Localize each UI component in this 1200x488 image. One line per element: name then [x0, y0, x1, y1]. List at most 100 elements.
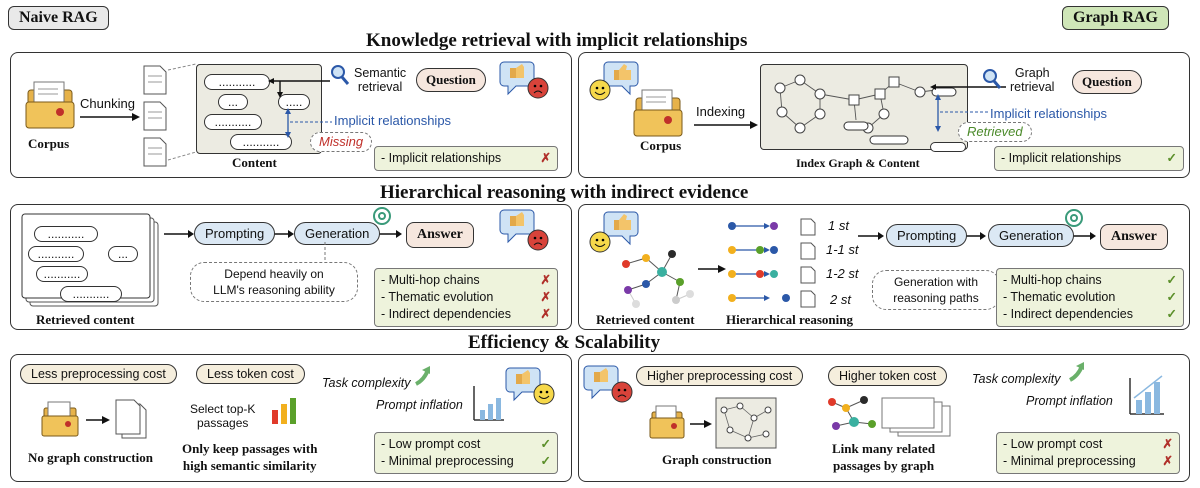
openai-icon — [1065, 209, 1083, 227]
verdict-reasoning-graph: - Multi-hop chains ✓ - Thematic evolution… — [996, 268, 1184, 327]
section-title-efficiency: Efficiency & Scalability — [468, 332, 661, 353]
index-graph-area — [760, 64, 968, 150]
hop-label-4: 2 st — [830, 292, 851, 307]
chunk-docs-icon — [143, 65, 167, 167]
to-hierarchy-arrow — [698, 265, 726, 273]
ranking-bars-icon — [272, 398, 296, 424]
missing-label: Missing — [310, 132, 373, 152]
graph-retrieval-arrows — [930, 84, 1006, 132]
check-icon: ✓ — [1166, 290, 1177, 304]
naive-rag-tag: Naive RAG — [8, 6, 109, 30]
verdict-text: - Indirect dependencies — [1003, 307, 1133, 321]
thumbs-up-happy-icon — [589, 211, 639, 253]
higher-token-cost-tag: Higher token cost — [828, 366, 948, 386]
prompt-inflation-label: Prompt inflation — [1026, 394, 1113, 408]
content-chunk-2: ... — [218, 94, 248, 110]
question-box: Question — [416, 68, 486, 92]
content-chunk-2: ........... — [28, 246, 84, 262]
thumbs-down-sad-icon — [499, 61, 549, 99]
task-complexity-label: Task complexity — [322, 376, 411, 390]
corpus-label: Corpus — [640, 138, 682, 153]
generation-step: Generation — [294, 222, 381, 245]
graph-retrieval-label: Graph retrieval — [1010, 66, 1055, 94]
graph-construction-label: Graph construction — [662, 452, 772, 467]
cross-icon: ✗ — [1162, 454, 1173, 468]
cross-icon: ✗ — [540, 151, 551, 165]
content-chunk-5: ........... — [230, 134, 292, 150]
content-chunk-1: ........... — [204, 74, 270, 90]
check-icon: ✓ — [1166, 273, 1177, 287]
task-complexity-label: Task complexity — [972, 372, 1061, 386]
prompt-inflation-label: Prompt inflation — [376, 398, 463, 412]
prompting-step: Prompting — [886, 224, 968, 247]
less-preprocessing-cost-tag: Less preprocessing cost — [20, 364, 177, 384]
verdict-text: - Thematic evolution — [1003, 290, 1116, 304]
content-chunk-3: ..... — [278, 94, 310, 110]
hop-label-2: 1-1 st — [826, 242, 859, 257]
note-connector — [324, 242, 326, 262]
select-topk-label: Select top-K passages — [190, 402, 256, 430]
verdict-text: - Multi-hop chains — [1003, 273, 1102, 287]
search-icon — [983, 69, 1002, 89]
verdict-implicit-naive: - Implicit relationships ✗ — [374, 146, 558, 171]
thumbs-up-happy-icon — [589, 61, 639, 101]
thumbs-down-sad-icon — [499, 209, 549, 251]
verdict-text: - Implicit relationships — [1001, 151, 1122, 165]
corpus-label: Corpus — [28, 136, 70, 151]
retrieved-content-label: Retrieved content — [596, 312, 695, 327]
path-docs-icon — [800, 218, 816, 308]
semantic-retrieval-label: Semantic retrieval — [354, 66, 407, 94]
retrieved-chunk — [930, 142, 966, 152]
content-chunk-4: ........... — [204, 114, 262, 130]
flow-arrows — [858, 232, 1096, 240]
index-graph-label: Index Graph & Content — [796, 156, 920, 170]
cross-icon: ✗ — [1162, 437, 1173, 451]
hop-label-1: 1 st — [828, 218, 849, 233]
chunking-label: Chunking — [80, 96, 135, 111]
verdict-text: - Low prompt cost — [1003, 437, 1103, 451]
prompting-step: Prompting — [194, 222, 276, 245]
graph-rag-tag: Graph RAG — [1062, 6, 1169, 30]
verdict-text: - Indirect dependencies — [381, 307, 511, 321]
content-chunk-5: ........... — [60, 286, 122, 302]
retrieved-subgraph — [622, 250, 694, 308]
openai-icon — [373, 207, 391, 225]
reasoning-paths — [728, 222, 790, 302]
keep-passages-label: Only keep passages with high semantic si… — [182, 441, 318, 473]
retrieval-arrows — [268, 78, 332, 138]
retrieved-content-label: Retrieved content — [36, 312, 135, 327]
index-graph — [774, 74, 957, 145]
linked-passages-icon — [828, 396, 951, 437]
less-token-cost-tag: Less token cost — [196, 364, 305, 384]
corpus-folder-icon — [633, 89, 683, 137]
section-title-retrieval: Knowledge retrieval with implicit relati… — [366, 30, 748, 51]
verdict-reasoning-naive: - Multi-hop chains✗ - Thematic evolution… — [374, 268, 558, 327]
search-icon — [331, 65, 350, 85]
thumbs-down-happy-icon — [505, 367, 555, 405]
question-box: Question — [1072, 70, 1142, 94]
hierarchical-reasoning-label: Hierarchical reasoning — [726, 312, 853, 327]
folder-to-graph-icon — [649, 397, 777, 449]
verdict-text: - Implicit relationships — [381, 151, 502, 165]
reasoning-dependency-note: Depend heavily on LLM's reasoning abilit… — [190, 262, 358, 302]
link-passages-label: Link many related passages by graph — [832, 441, 936, 473]
content-chunk-4: ........... — [36, 266, 88, 282]
verdict-text: - Low prompt cost — [381, 437, 481, 451]
verdict-text: - Minimal preprocessing — [1003, 454, 1136, 468]
check-icon: ✓ — [540, 454, 551, 468]
growth-chart-icon — [1069, 362, 1164, 415]
higher-preprocessing-cost-tag: Higher preprocessing cost — [636, 366, 804, 386]
content-chunk-3: ... — [108, 246, 138, 262]
check-icon: ✓ — [1166, 151, 1177, 165]
folder-to-docs-icon — [41, 399, 147, 439]
verdict-implicit-graph: - Implicit relationships ✓ — [994, 146, 1184, 171]
retrieved-label: Retrieved — [958, 122, 1032, 142]
content-label: Content — [232, 155, 277, 170]
hop-label-3: 1-2 st — [826, 266, 859, 281]
chunking-arrow — [80, 113, 140, 121]
cross-icon: ✗ — [540, 290, 551, 304]
cross-icon: ✗ — [540, 273, 551, 287]
verdict-efficiency-graph: - Low prompt cost ✗ - Minimal preprocessi… — [996, 432, 1180, 474]
section-title-reasoning: Hierarchical reasoning with indirect evi… — [380, 182, 749, 203]
zoom-lines — [167, 63, 197, 161]
